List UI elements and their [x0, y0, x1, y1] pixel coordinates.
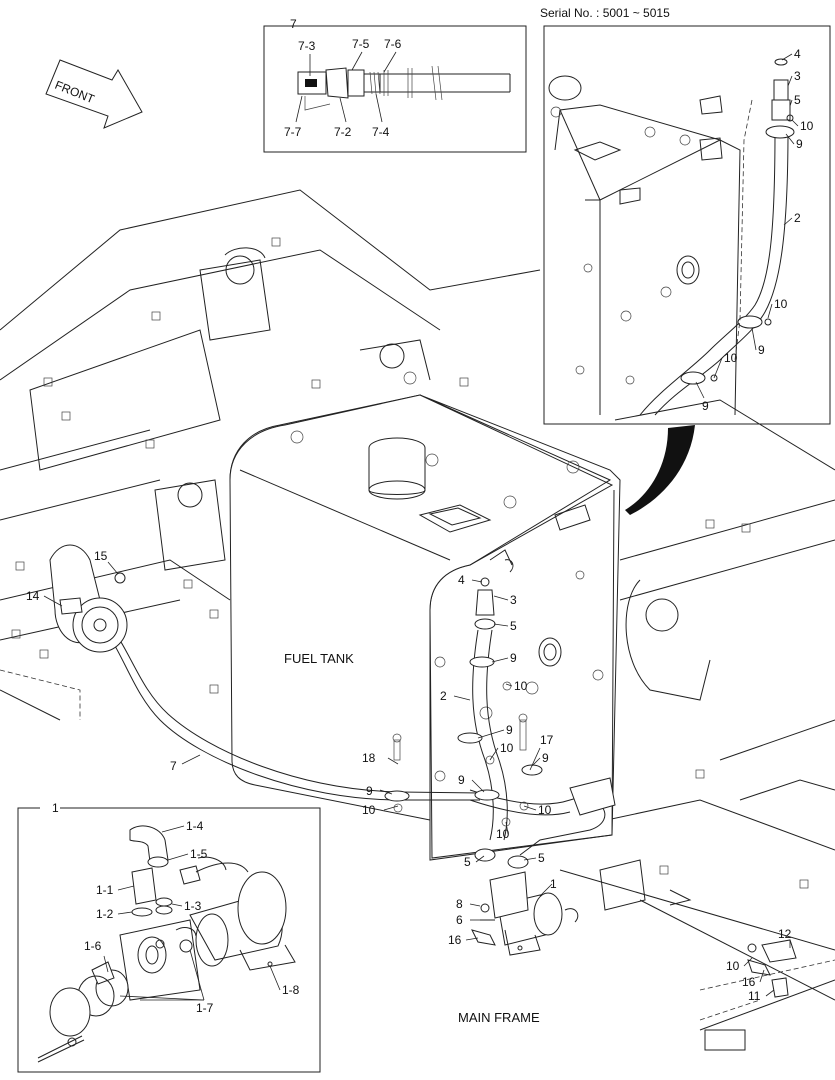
label-17: 17 [540, 733, 554, 747]
serial-number: Serial No. : 5001 ~ 5015 [540, 6, 670, 20]
label-15: 15 [94, 549, 108, 563]
serial-inset: 4 3 5 10 9 2 10 9 10 9 [543, 25, 831, 425]
label-14: 14 [26, 589, 40, 603]
label-11: 11 [748, 989, 761, 1003]
label-2: 2 [440, 689, 447, 703]
label-1-7: 1-7 [196, 1001, 214, 1015]
serial-label-9b: 9 [758, 343, 765, 357]
label-9a: 9 [510, 651, 517, 665]
label-7-6: 7-6 [384, 37, 402, 51]
inset-7-title: 7 [290, 17, 297, 31]
serial-label-4: 4 [794, 47, 801, 61]
fuel-line-hose [49, 544, 481, 801]
fuel-tank-label: FUEL TANK [284, 651, 354, 666]
label-16b: 16 [742, 975, 756, 989]
inset-1: 1 1-4 1-5 1-1 1-2 1-3 1-6 1-7 1 [17, 801, 321, 1073]
label-10b: 10 [500, 741, 514, 755]
fuel-tank [229, 371, 621, 861]
label-8: 8 [456, 897, 463, 911]
bracket-parts [747, 939, 797, 998]
label-7-7: 7-7 [284, 125, 302, 139]
label-10c: 10 [362, 803, 376, 817]
label-10a: 10 [514, 679, 528, 693]
label-1-1: 1-1 [96, 883, 114, 897]
label-1-6: 1-6 [84, 939, 102, 953]
main-frame-structure [0, 189, 835, 1051]
label-5c: 5 [538, 851, 545, 865]
main-frame-label: MAIN FRAME [458, 1010, 540, 1025]
front-arrow: FRONT [45, 59, 143, 129]
main-labels: FUEL TANK MAIN FRAME 15 14 7 4 3 5 9 10 … [26, 549, 792, 1025]
serial-label-9c: 9 [702, 399, 709, 413]
inset-1-title: 1 [52, 801, 59, 815]
label-12: 12 [778, 927, 792, 941]
label-7-2: 7-2 [334, 125, 352, 139]
serial-label-5: 5 [794, 93, 801, 107]
label-7: 7 [170, 759, 177, 773]
fuel-pump [471, 871, 579, 956]
label-1-4: 1-4 [186, 819, 204, 833]
label-18: 18 [362, 751, 376, 765]
label-7-5: 7-5 [352, 37, 370, 51]
tank-hoses [384, 559, 616, 869]
label-9b: 9 [506, 723, 513, 737]
label-5a: 5 [510, 619, 517, 633]
label-10e: 10 [538, 803, 552, 817]
label-4: 4 [458, 573, 465, 587]
label-1-5: 1-5 [190, 847, 208, 861]
label-1-3: 1-3 [184, 899, 202, 913]
label-10f: 10 [726, 959, 740, 973]
detail-pointer [625, 425, 695, 515]
label-1-8: 1-8 [282, 983, 300, 997]
label-9e: 9 [458, 773, 465, 787]
serial-label-9a: 9 [796, 137, 803, 151]
label-1-2: 1-2 [96, 907, 114, 921]
serial-label-3: 3 [794, 69, 801, 83]
label-7-4: 7-4 [372, 125, 390, 139]
label-10d: 10 [496, 827, 510, 841]
serial-label-10b: 10 [774, 297, 788, 311]
serial-label-2: 2 [794, 211, 801, 225]
inset-7: 7 7-3 7-5 7-6 7-7 7-2 7-4 [263, 17, 527, 153]
label-1: 1 [550, 877, 557, 891]
label-7-3: 7-3 [298, 39, 316, 53]
serial-label-10c: 10 [724, 351, 738, 365]
label-5b: 5 [464, 855, 471, 869]
label-16a: 16 [448, 933, 462, 947]
label-3: 3 [510, 593, 517, 607]
label-9c: 9 [542, 751, 549, 765]
label-9d: 9 [366, 784, 373, 798]
serial-label-10a: 10 [800, 119, 814, 133]
label-6: 6 [456, 913, 463, 927]
